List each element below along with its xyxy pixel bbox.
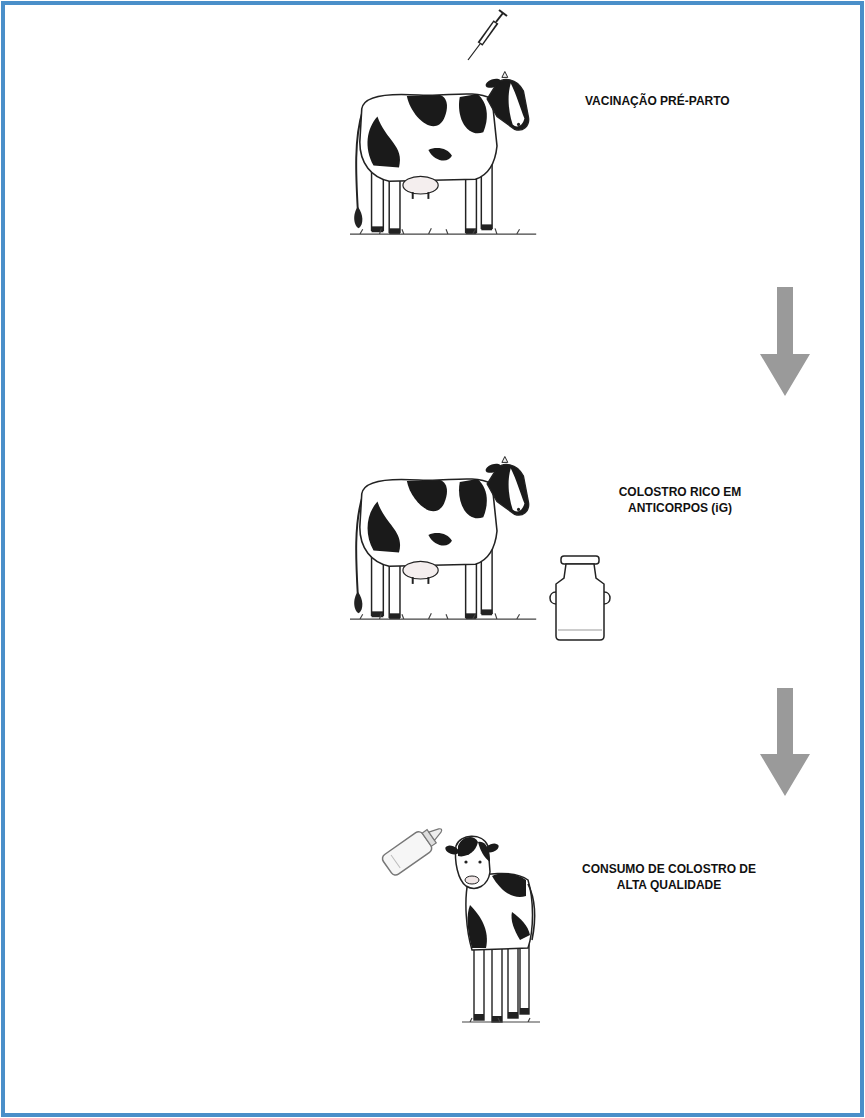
calf-figure [444,836,540,1022]
stage-node: COLOSTRO RICO EM ANTICORPOS (iG) [340,398,760,686]
stage-node: VACINAÇÃO PRÉ-PARTO [340,40,760,285]
syringe-icon [468,10,507,60]
flow-arrow [760,688,810,796]
stage-label: VACINAÇÃO PRÉ-PARTO [585,94,730,110]
stage-label: CONSUMO DE COLOSTRO DE ALTA QUALIDADE [574,862,764,893]
stage-label: COLOSTRO RICO EM ANTICORPOS (iG) [610,485,750,516]
stage-node: CONSUMO DE COLOSTRO DE ALTA QUALIDADE [370,798,772,1038]
milk-can [550,556,610,640]
milk-bottle [381,820,449,878]
flow-arrow [760,287,810,396]
